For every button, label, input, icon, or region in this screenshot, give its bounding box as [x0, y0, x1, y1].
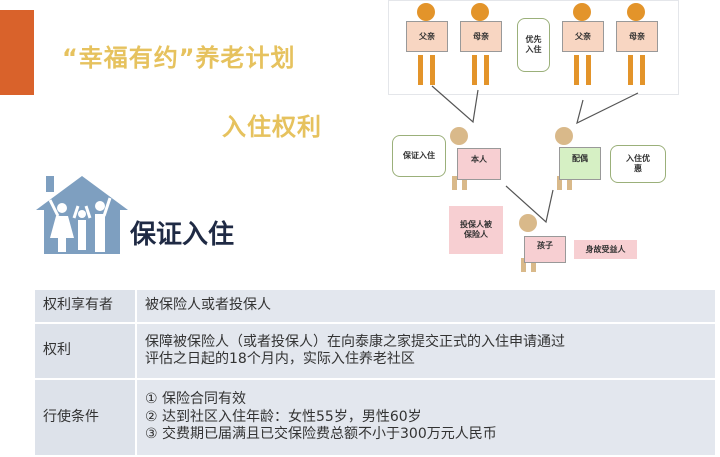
page-subtitle: 入住权利 — [222, 113, 322, 141]
table-row: 权利享有者 被保险人或者投保人 — [33, 288, 717, 324]
value-line: ③ 交费期已届满且已交保险费总额不小于300万元人民币 — [145, 426, 497, 443]
row-value: 被保险人或者投保人 — [135, 288, 717, 324]
row-value: 保障被保险人（或者投保人）在向泰康之家提交正式的入住申请通过 评估之日起的18个… — [135, 322, 717, 380]
figure-child — [519, 214, 537, 272]
figure-self — [450, 127, 468, 190]
section-title: 保证入住 — [130, 220, 235, 250]
figure-mother-1 — [471, 3, 489, 85]
value-line: 评估之日起的18个月内，实际入住养老社区 — [145, 351, 415, 367]
row-label: 权利 — [33, 322, 137, 380]
sign-beneficiary: 身故受益人 — [574, 240, 637, 259]
sign-mother-2: 母亲 — [616, 21, 658, 52]
figure-mother-2 — [627, 3, 645, 85]
self-bubble: 保证入住 — [392, 135, 446, 177]
value-line: 保障被保险人（或者投保人）在向泰康之家提交正式的入住申请通过 — [145, 333, 565, 350]
accent-bar — [0, 10, 34, 95]
sign-father-2: 父亲 — [562, 21, 604, 52]
diagram-connectors — [431, 85, 639, 224]
sign-self: 本人 — [457, 148, 501, 180]
value-line: 被保险人或者投保人 — [145, 297, 271, 314]
row-value: ① 保险合同有效 ② 达到社区入住年龄：女性55岁，男性60岁 ③ 交费期已届满… — [135, 378, 717, 457]
sign-spouse: 配偶 — [559, 147, 601, 180]
priority-bubble: 优先入住 — [517, 18, 550, 72]
value-line: ① 保险合同有效 — [145, 391, 247, 408]
sign-father-1: 父亲 — [406, 21, 448, 52]
table-row: 行使条件 ① 保险合同有效 ② 达到社区入住年龄：女性55岁，男性60岁 ③ 交… — [33, 378, 717, 457]
spouse-bubble: 入住优惠 — [610, 145, 666, 183]
figure-father-1 — [417, 3, 435, 85]
table-row: 权利 保障被保险人（或者投保人）在向泰康之家提交正式的入住申请通过 评估之日起的… — [33, 322, 717, 380]
figure-spouse — [555, 127, 573, 190]
rights-table: 权利享有者 被保险人或者投保人 权利 保障被保险人（或者投保人）在向泰康之家提交… — [33, 288, 717, 457]
sign-mother-1: 母亲 — [460, 21, 502, 52]
family-house-icon — [36, 176, 128, 254]
sign-child: 孩子 — [524, 236, 566, 263]
row-label: 行使条件 — [33, 378, 137, 457]
page-title: “幸福有约”养老计划 — [62, 44, 296, 72]
people-figures — [417, 3, 645, 272]
value-line: ② 达到社区入住年龄：女性55岁，男性60岁 — [145, 408, 422, 425]
row-label: 权利享有者 — [33, 288, 137, 324]
sign-policy-role: 投保人被保险人 — [449, 206, 503, 254]
figure-father-2 — [573, 3, 591, 85]
